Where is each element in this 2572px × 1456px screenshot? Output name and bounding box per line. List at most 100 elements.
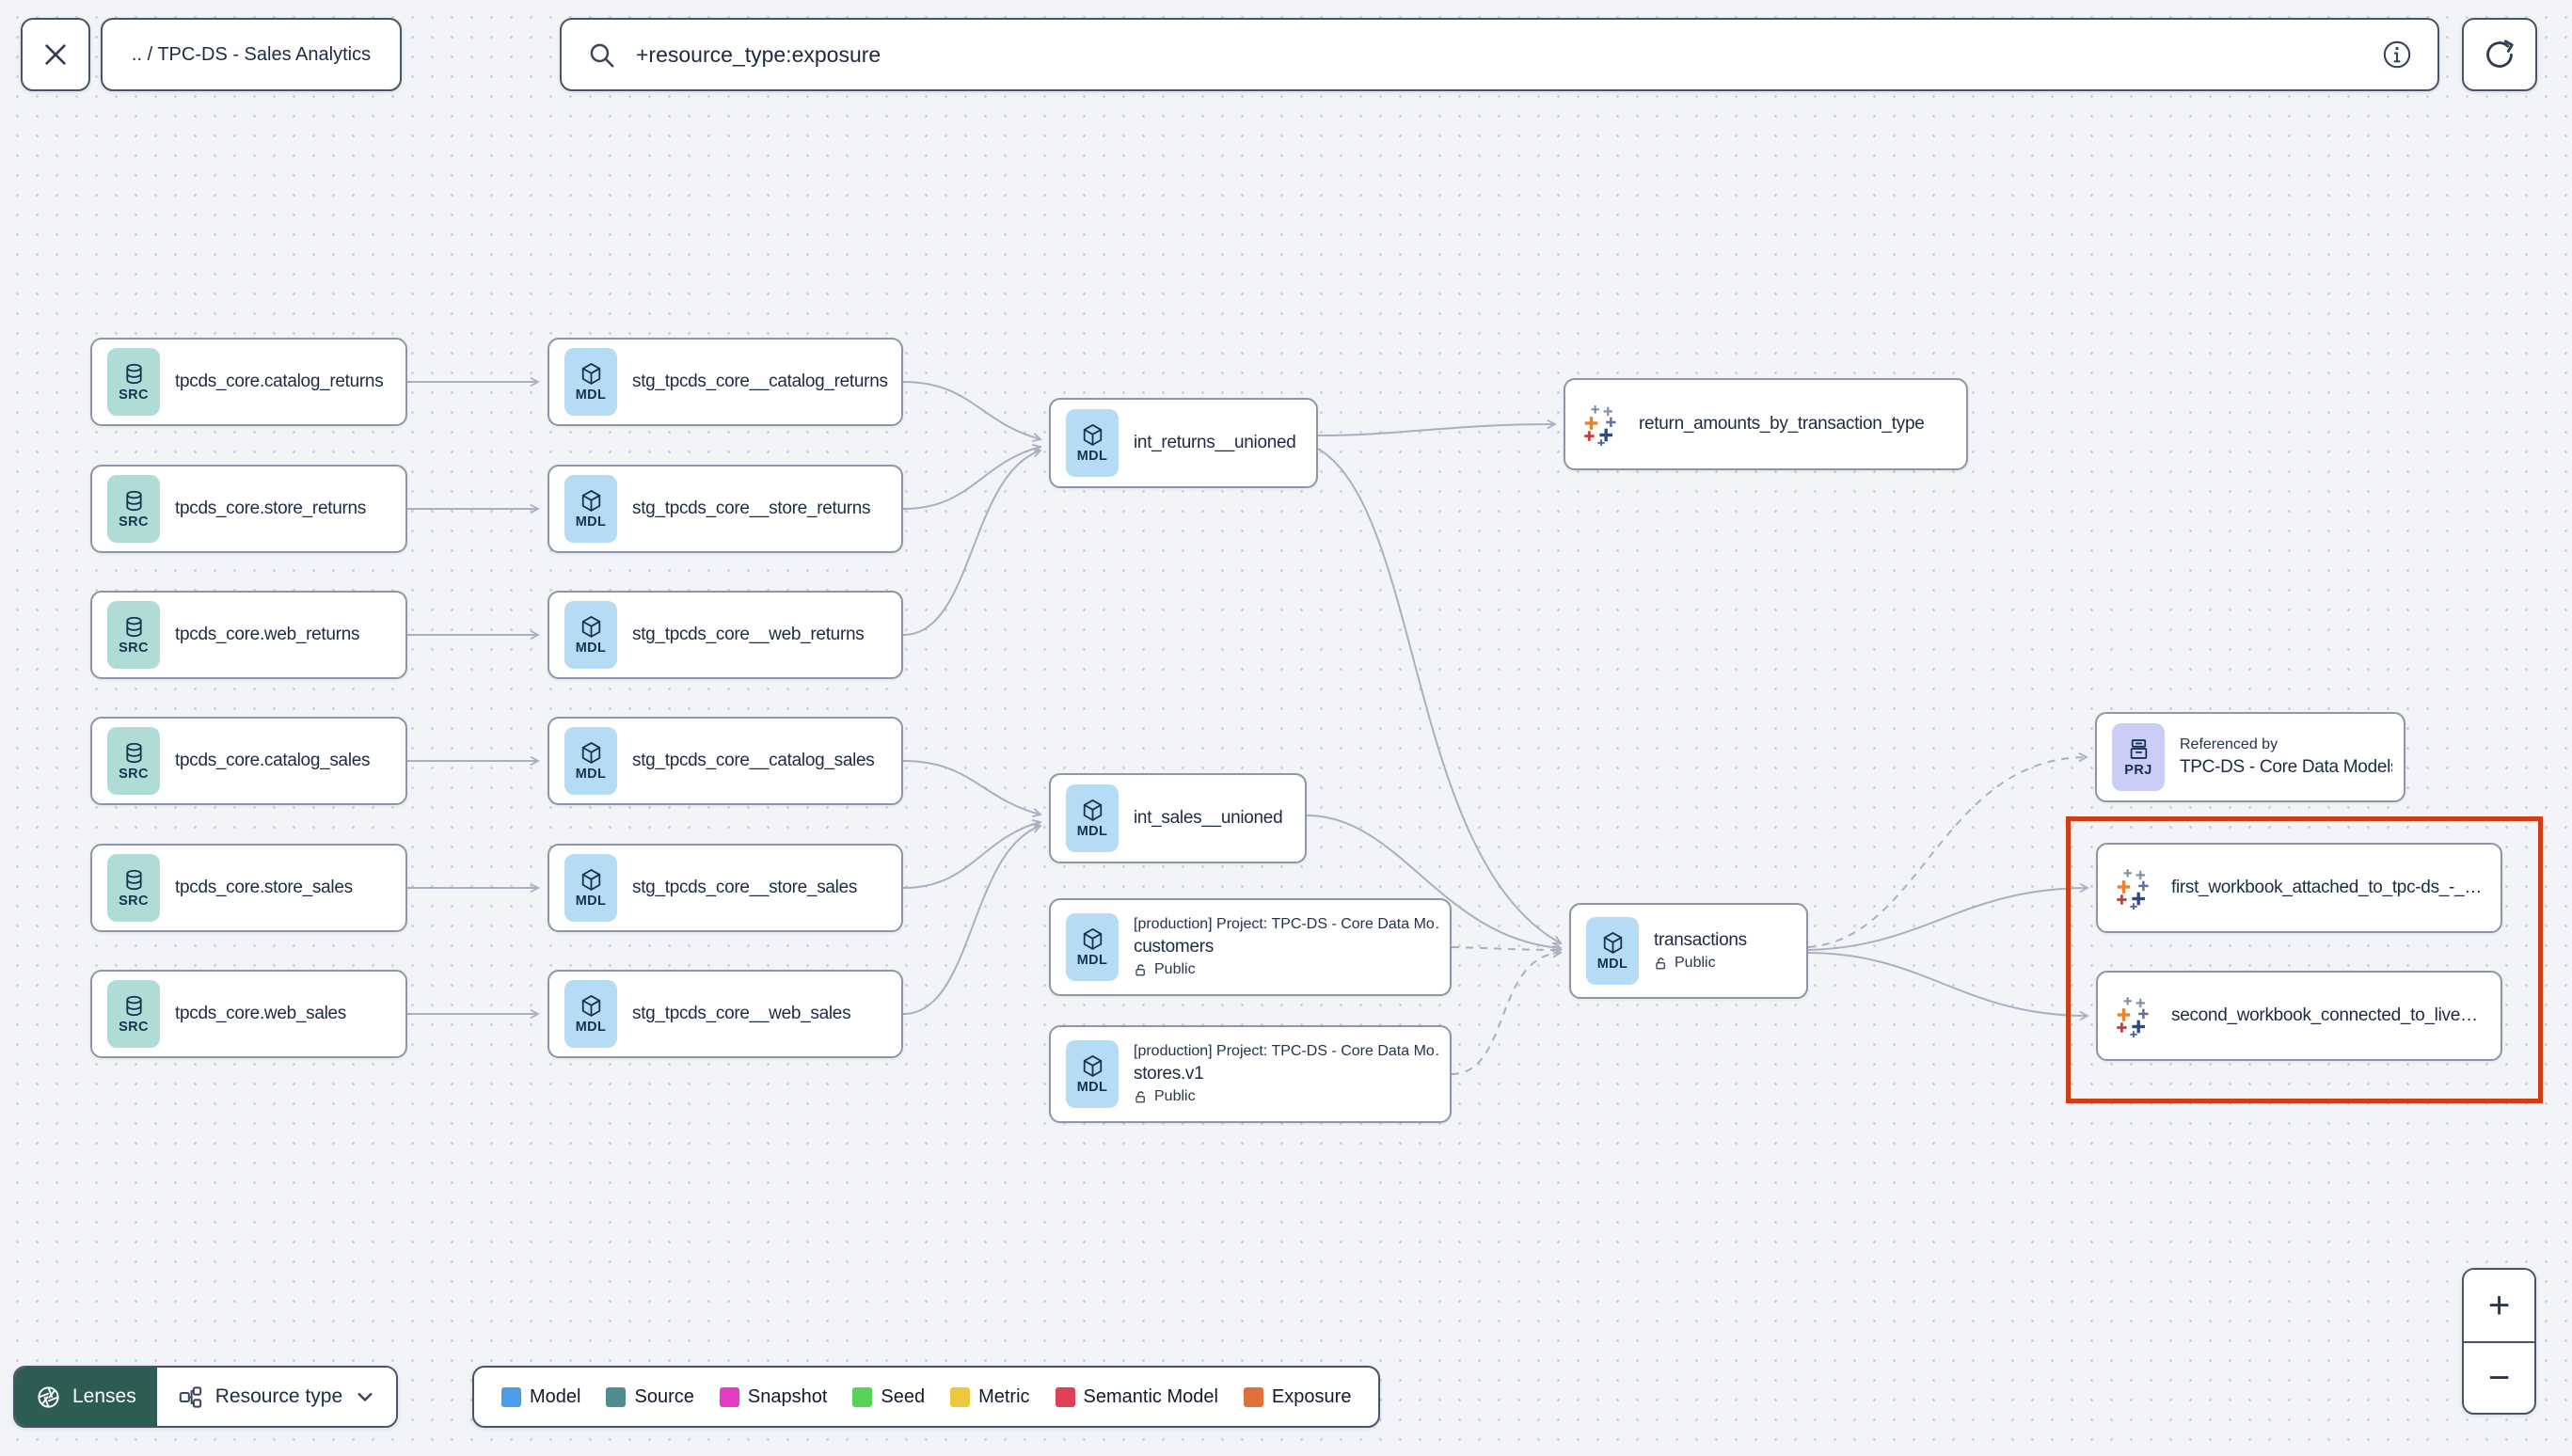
edge-transactions--first-workbook (1807, 883, 2089, 951)
node-tpcds-core-store-sales[interactable]: SRC tpcds_core.store_sales (90, 844, 407, 932)
edge-stg-tpcds-core-web-sales--int-sales-unioned (902, 823, 1042, 1015)
database-badge-icon: SRC (107, 348, 160, 416)
node-tpcds-core-store-returns[interactable]: SRC tpcds_core.store_returns (90, 465, 407, 553)
edge-stg-tpcds-core-catalog-returns--int-returns-unioned (902, 381, 1042, 442)
refresh-icon (2486, 40, 2514, 68)
database-badge-icon: SRC (107, 601, 160, 669)
legend-swatch (852, 1386, 873, 1407)
access-label: Public (1675, 955, 1716, 971)
project-badge-icon: PRJ (2112, 723, 2165, 791)
node-context-label: [production] Project: TPC-DS - Core Data… (1134, 1043, 1438, 1059)
node-access: Public (1134, 1088, 1438, 1105)
node-label: tpcds_core.store_sales (175, 878, 353, 897)
tableau-exposure-icon (2113, 866, 2156, 910)
cube-badge-icon: MDL (1066, 784, 1119, 852)
access-label: Public (1154, 1088, 1196, 1104)
search-bar (560, 18, 2439, 91)
node-referenced-by-tpc-ds-core-data-models[interactable]: PRJ Referenced by TPC-DS - Core Data Model… (2095, 712, 2405, 802)
node-stg-tpcds-core-catalog-returns[interactable]: MDL stg_tpcds_core__catalog_returns (548, 338, 903, 426)
node-stg-tpcds-core-web-sales[interactable]: MDL stg_tpcds_core__web_sales (548, 970, 903, 1058)
info-icon[interactable] (2381, 39, 2413, 71)
legend-label: Snapshot (747, 1385, 828, 1407)
database-badge-icon: SRC (107, 854, 160, 922)
node-customers[interactable]: MDL[production] Project: TPC-DS - Core D… (1049, 898, 1452, 996)
lenses-button[interactable]: Lenses (15, 1368, 157, 1426)
view-controls: Lenses Resource type (13, 1366, 399, 1428)
legend-swatch (719, 1386, 739, 1407)
node-stores-v1[interactable]: MDL [production] Project: TPC-DS - Core D… (1049, 1025, 1452, 1123)
node-label: stg_tpcds_core__catalog_returns (632, 372, 888, 391)
search-input[interactable] (634, 40, 2364, 69)
edge-customers--transactions (1451, 945, 1563, 955)
legend-item-model: Model (501, 1386, 580, 1408)
refresh-button[interactable] (2462, 18, 2537, 91)
node-context-label: Referenced by (2180, 736, 2278, 752)
cube-badge-icon: MDL (1066, 913, 1119, 981)
cube-badge-icon: MDL (1586, 917, 1639, 985)
node-stg-tpcds-core-web-returns[interactable]: MDL stg_tpcds_core__web_returns (548, 591, 903, 679)
node-label: tpcds_core.store_returns (175, 499, 366, 518)
edge-transactions--second-workbook (1807, 952, 2089, 1021)
breadcrumb-label: .. / TPC-DS - Sales Analytics (131, 43, 372, 65)
zoom-controls: + − (2462, 1268, 2536, 1415)
tableau-exposure-icon (2113, 994, 2156, 1037)
legend-swatch (501, 1386, 521, 1407)
edge-stores-v1--transactions (1451, 948, 1563, 1075)
legend-item-snapshot: Snapshot (719, 1385, 828, 1408)
node-label: tpcds_core.web_sales (175, 1004, 346, 1023)
cube-badge-icon: MDL (564, 348, 617, 416)
legend-label: Seed (881, 1385, 926, 1407)
node-label: int_sales__unioned (1134, 808, 1283, 828)
node-label: transactions (1654, 930, 1747, 950)
resource-type-dropdown[interactable]: Resource type (156, 1368, 397, 1426)
node-label: stg_tpcds_core__catalog_sales (632, 751, 875, 770)
legend-label: Exposure (1271, 1385, 1352, 1407)
zoom-in-button[interactable]: + (2464, 1270, 2534, 1341)
node-label: stg_tpcds_core__web_sales (632, 1004, 851, 1023)
chevron-down-icon (357, 1393, 373, 1401)
resource-type-label: Resource type (214, 1385, 343, 1407)
node-access: Public (1654, 955, 1747, 972)
database-badge-icon: SRC (107, 475, 160, 543)
cube-badge-icon: MDL (564, 980, 617, 1048)
node-label: return_amounts_by_transaction_type (1639, 414, 1925, 434)
node-label: customers (1134, 937, 1214, 957)
legend-swatch (606, 1386, 627, 1407)
node-return-amounts-by-transaction-type[interactable]: return_amounts_by_transaction_type (1564, 378, 1968, 470)
cube-badge-icon: MDL (564, 475, 617, 543)
legend-label: Metric (978, 1385, 1030, 1407)
lock-open-icon (1654, 957, 1668, 971)
close-button[interactable] (21, 18, 90, 91)
node-first-workbook[interactable]: first_workbook_attached_to_tpc-ds_-_… (2096, 843, 2502, 933)
node-second-workbook[interactable]: second_workbook_connected_to_live… (2096, 971, 2502, 1061)
edge-stg-tpcds-core-catalog-sales--int-sales-unioned (902, 760, 1042, 817)
access-label: Public (1154, 961, 1196, 977)
node-stg-tpcds-core-store-returns[interactable]: MDL stg_tpcds_core__store_returns (548, 465, 903, 553)
edge-int-returns-unioned--transactions (1317, 448, 1563, 944)
cube-badge-icon: MDL (1066, 1040, 1119, 1108)
node-label: TPC-DS - Core Data Models (2180, 757, 2392, 777)
node-label: stg_tpcds_core__web_returns (632, 625, 865, 644)
node-label: tpcds_core.catalog_sales (175, 751, 371, 770)
legend-item-source: Source (606, 1385, 694, 1408)
node-label: stores.v1 (1134, 1064, 1204, 1084)
search-icon (590, 43, 614, 67)
node-int-sales-unioned[interactable]: MDL int_sales__unioned (1049, 773, 1307, 863)
breadcrumb[interactable]: .. / TPC-DS - Sales Analytics (101, 18, 402, 91)
legend-swatch (1055, 1386, 1075, 1407)
cube-badge-icon: MDL (564, 601, 617, 669)
zoom-out-button[interactable]: − (2464, 1341, 2534, 1413)
node-label: second_workbook_connected_to_live… (2171, 1005, 2478, 1025)
node-label: stg_tpcds_core__store_returns (632, 499, 871, 518)
legend-label: Source (634, 1385, 694, 1407)
